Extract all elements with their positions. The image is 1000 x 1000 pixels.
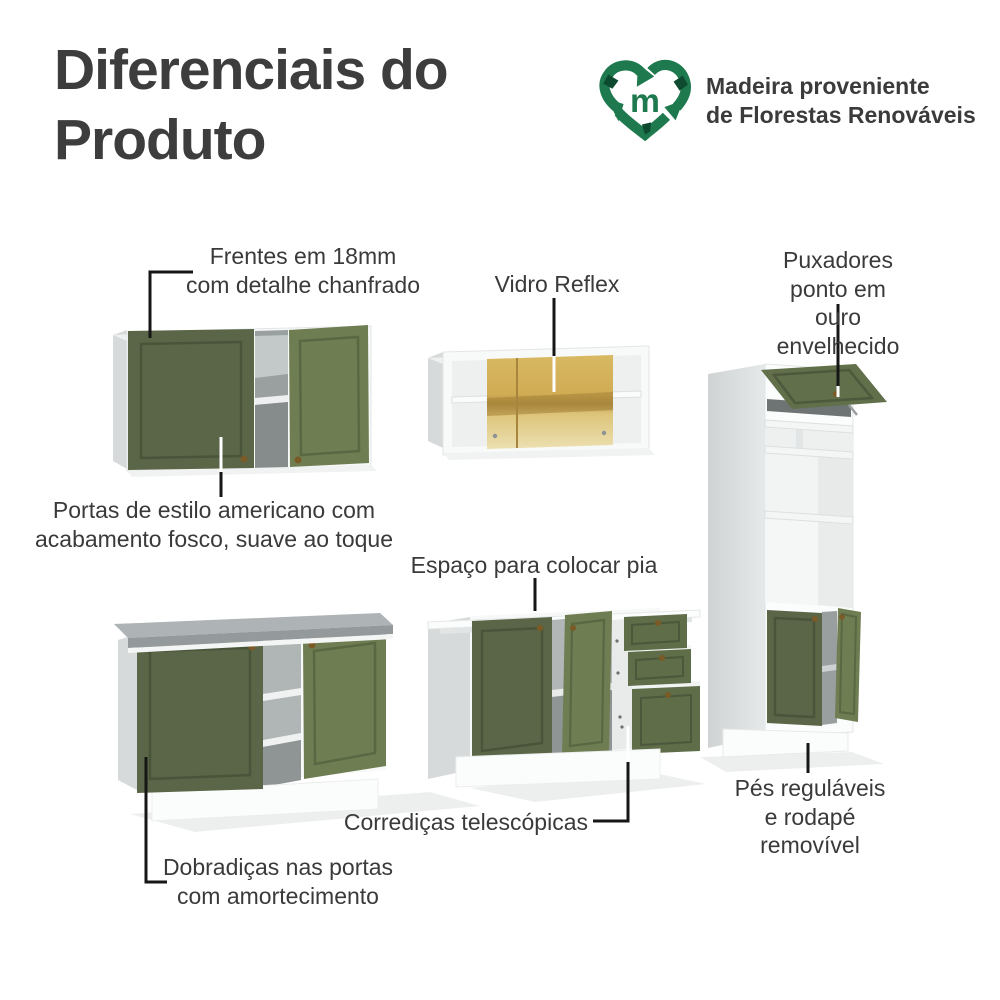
callout-espaco-pia: Espaço para colocar pia	[410, 552, 658, 578]
eco-badge-text: Madeira proveniente de Florestas Renováv…	[706, 72, 976, 128]
eco-badge: m Madeira proveniente de Florestas Renov…	[594, 50, 976, 152]
callout-frentes: Frentes em 18mm com detalhe chanfrado	[186, 243, 420, 298]
callout-vidro-reflex: Vidro Reflex	[494, 271, 620, 297]
callout-dobradicas: Dobradiças nas portas com amortecimento	[162, 854, 394, 909]
callout-puxadores: Puxadores ponto em ouro envelhecido	[776, 247, 900, 359]
wall-cabinet-illustration	[113, 325, 377, 477]
recycle-heart-icon: m	[594, 50, 696, 152]
tall-cabinet-illustration	[700, 363, 887, 772]
callout-portas-estilo: Portas de estilo americano com acabament…	[34, 497, 394, 552]
callout-pes-rodape: Pés reguláveis e rodapé removível	[734, 775, 886, 859]
eco-badge-letter: m	[630, 83, 660, 120]
glass-cabinet-illustration	[428, 345, 655, 460]
callout-corredicas: Corrediças telescópicas	[343, 809, 588, 835]
page-title: Diferenciais do Produto	[54, 38, 449, 172]
sink-cabinet-illustration	[427, 608, 706, 802]
base-cabinet-illustration	[114, 613, 480, 832]
